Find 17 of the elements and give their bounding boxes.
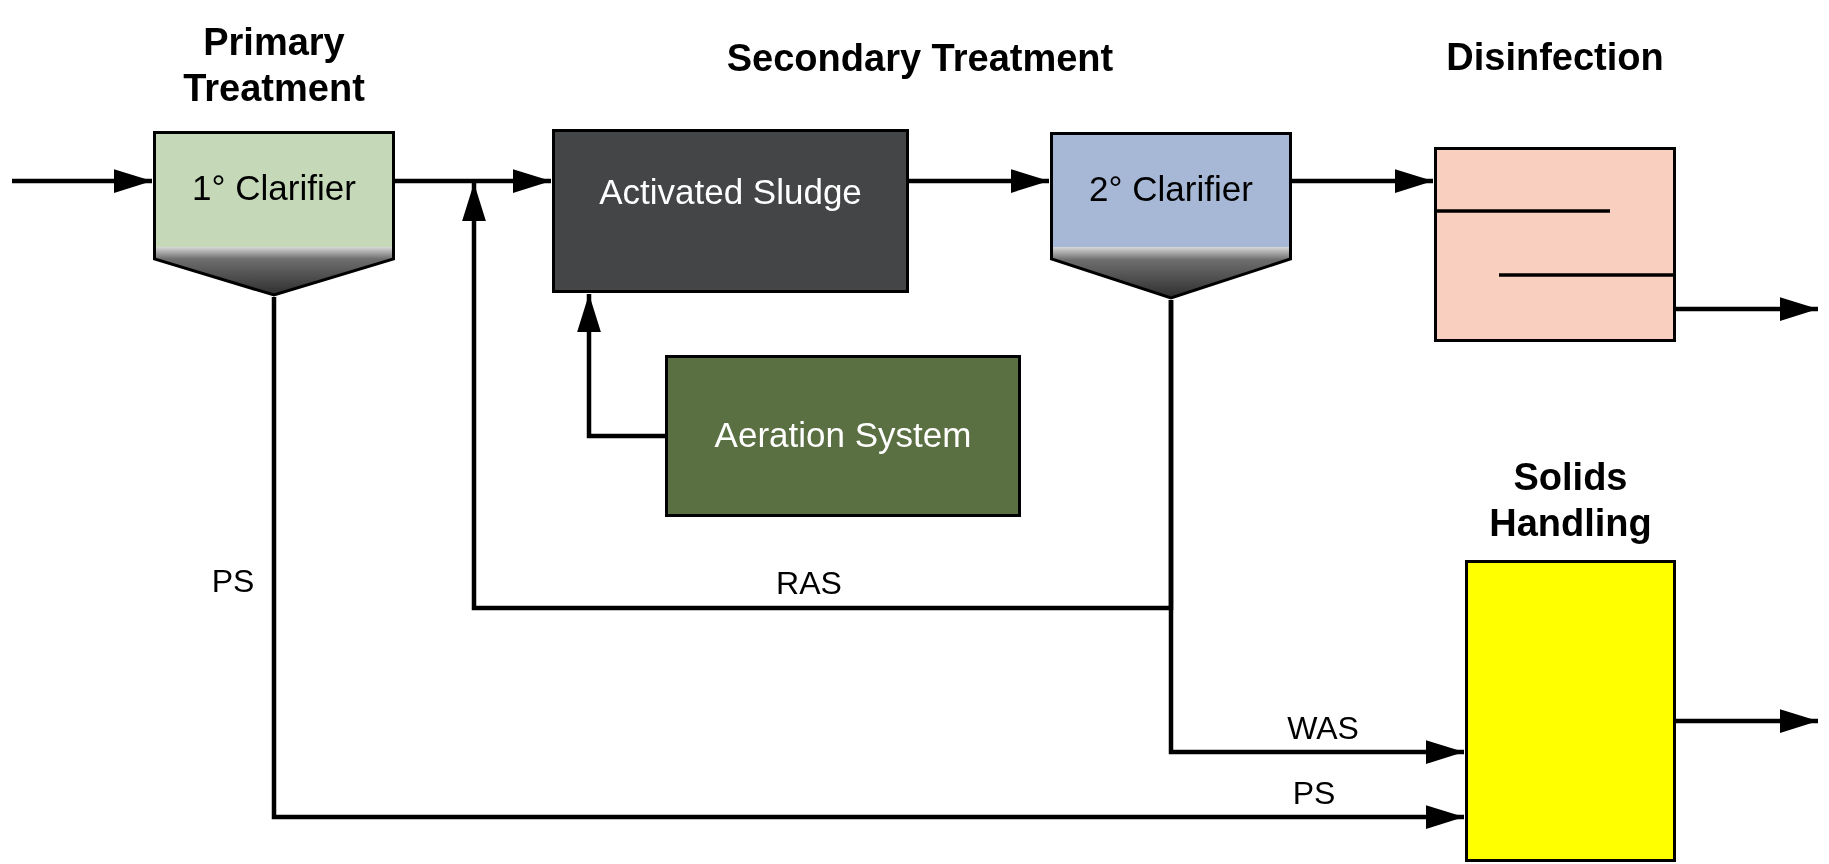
section-heading: Secondary Treatment bbox=[726, 36, 1114, 80]
flow-arrow bbox=[577, 294, 665, 439]
node-label: Activated Sludge bbox=[598, 172, 863, 212]
flow-arrow bbox=[1168, 300, 1464, 764]
flow-arrow bbox=[12, 169, 152, 193]
flow-arrow bbox=[395, 169, 551, 193]
flow-arrow bbox=[909, 169, 1049, 193]
section-heading: Solids Handling bbox=[1488, 455, 1653, 546]
node-label: 2° Clarifier bbox=[1088, 168, 1254, 209]
flow-arrow bbox=[1292, 169, 1433, 193]
flow-arrow bbox=[1676, 297, 1818, 321]
section-heading: Disinfection bbox=[1446, 35, 1664, 80]
flow-arrow bbox=[1676, 709, 1818, 733]
flow-arrow bbox=[271, 297, 1464, 829]
node-label: 1° Clarifier bbox=[191, 168, 357, 208]
section-heading: Primary Treatment bbox=[182, 20, 366, 111]
node-label: Aeration System bbox=[713, 415, 973, 455]
